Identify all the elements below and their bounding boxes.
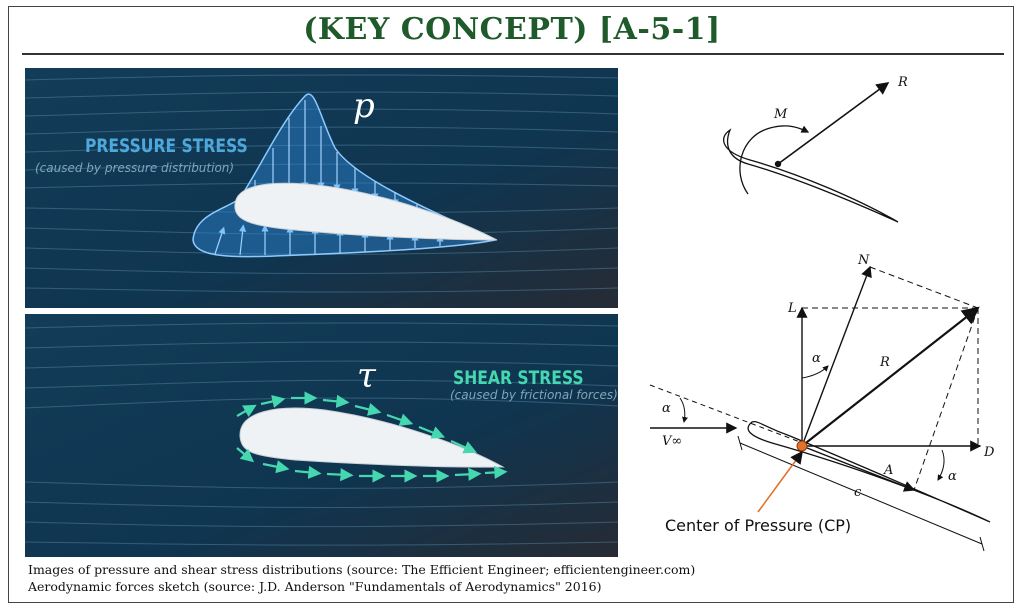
- page-title: (KEY CONCEPT) [A-5-1]: [303, 12, 721, 47]
- normal-label: N: [857, 253, 870, 268]
- lift-label: L: [787, 301, 797, 316]
- main-airfoil: [747, 420, 991, 523]
- cp-pointer: [757, 450, 803, 513]
- chord-dimension: [739, 442, 983, 545]
- pressure-stress-sublabel: (caused by pressure distribution): [35, 161, 235, 175]
- moment-label: M: [773, 107, 788, 122]
- alpha-label-drag: α: [948, 469, 957, 484]
- pressure-stress-image: PRESSURE STRESS (caused by pressure dist…: [25, 68, 618, 308]
- resultant-arrow-main: [801, 306, 980, 447]
- alpha-label-lift: α: [812, 351, 821, 366]
- pressure-illustration: [25, 68, 618, 308]
- center-of-pressure-marker: [796, 440, 808, 452]
- chord-label: c: [854, 485, 862, 500]
- pressure-stress-label: PRESSURE STRESS: [85, 135, 248, 157]
- alpha-label-freestream: α: [662, 401, 671, 416]
- moment-arc: [739, 125, 810, 195]
- resultant-label-top: R: [897, 75, 908, 90]
- shear-symbol: τ: [357, 356, 376, 396]
- resultant-arrow: [777, 82, 890, 165]
- normal-arrow: [801, 265, 872, 447]
- streamlines: [25, 322, 618, 546]
- moment-resultant-sketch: R M: [723, 75, 908, 223]
- pressure-symbol: p: [353, 86, 375, 126]
- title-divider: [22, 53, 1004, 55]
- shear-stress-sublabel: (caused by frictional forces): [450, 388, 618, 402]
- caption-line-1: Images of pressure and shear stress dist…: [28, 562, 696, 577]
- airfoil-shape: [234, 182, 498, 241]
- force-diagram: V∞ α L N R D A α α: [649, 253, 995, 552]
- aerodynamic-forces-sketch: R M V∞ α L N R D A: [649, 75, 995, 552]
- shear-stress-label: SHEAR STRESS: [453, 367, 584, 389]
- shear-stress-image: SHEAR STRESS (caused by frictional force…: [25, 314, 618, 557]
- construction-lines: [802, 266, 979, 491]
- streamlines: [25, 74, 618, 293]
- image-captions: Images of pressure and shear stress dist…: [28, 561, 695, 595]
- caption-line-2: Aerodynamic forces sketch (source: J.D. …: [28, 579, 602, 594]
- drag-label: D: [983, 445, 995, 460]
- axial-label: A: [883, 463, 893, 478]
- shear-illustration: [25, 314, 618, 557]
- freestream-label: V∞: [662, 434, 682, 449]
- axial-arrow: [801, 445, 916, 492]
- shear-arrows: [236, 391, 508, 483]
- center-of-pressure-label: Center of Pressure (CP): [665, 516, 852, 535]
- resultant-label: R: [879, 355, 890, 370]
- reference-point: [774, 160, 782, 168]
